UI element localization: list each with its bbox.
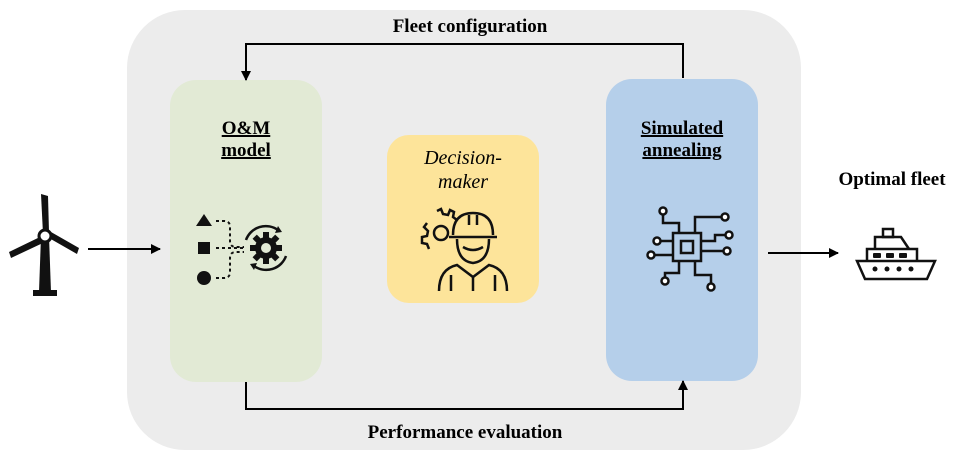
simulated-annealing-box <box>606 79 758 381</box>
simulated-annealing-title-line2: annealing <box>642 140 722 161</box>
om-model-box <box>170 80 322 382</box>
decision-maker-title-line2: maker <box>438 171 488 193</box>
decision-maker-title: Decision- maker <box>387 146 539 194</box>
wind-turbine-icon <box>9 194 79 296</box>
fleet-configuration-arrow <box>241 43 684 81</box>
om-model-title-line2: model <box>221 140 271 161</box>
decision-maker-title-line1: Decision- <box>424 147 502 169</box>
circuit-chip-icon <box>646 206 734 292</box>
fleet-configuration-label: Fleet configuration <box>392 16 548 37</box>
performance-evaluation-label: Performance evaluation <box>367 422 563 443</box>
engineer-icon <box>420 207 509 292</box>
simulated-annealing-title: Simulated annealing <box>606 118 758 162</box>
performance-evaluation-arrow <box>245 380 688 410</box>
ship-icon <box>855 227 937 281</box>
om-model-title-line1: O&M <box>221 118 271 139</box>
simulated-annealing-title-line1: Simulated <box>640 118 724 139</box>
optimal-fleet-label: Optimal fleet <box>838 169 946 190</box>
decision-maker-box <box>387 135 539 303</box>
shapes-to-gear-icon <box>196 214 288 285</box>
om-model-title: O&M model <box>170 118 322 162</box>
